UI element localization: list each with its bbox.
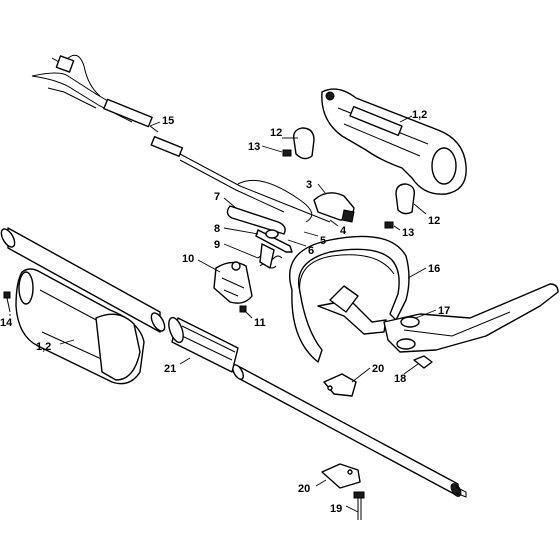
label-20-mid: 20 [372, 363, 384, 375]
label-11: 11 [254, 317, 266, 329]
label-6: 6 [308, 245, 314, 257]
label-18: 18 [394, 373, 406, 385]
label-21: 21 [164, 363, 176, 375]
label-1-2-top: 1,2 [412, 109, 427, 121]
label-13-left: 13 [248, 141, 260, 153]
label-8: 8 [214, 223, 220, 235]
label-10: 10 [182, 253, 194, 265]
part-3-switch [313, 192, 355, 223]
drive-tube [0, 227, 467, 498]
label-7: 7 [214, 191, 220, 203]
label-4: 4 [340, 225, 347, 237]
label-12-top: 12 [270, 127, 282, 139]
label-14: 14 [0, 317, 13, 329]
part-labels: 1,2 12 13 15 3 4 5 6 7 8 9 10 11 12 13 1… [0, 109, 450, 515]
part-20-clamp-mid [323, 373, 357, 397]
part-12-clamp-top [282, 127, 315, 160]
part-21-sleeve [168, 316, 239, 373]
part-7-trigger [226, 205, 286, 235]
part-15-cable-harness [31, 54, 331, 223]
label-12-right: 12 [428, 215, 440, 227]
label-19: 19 [330, 503, 342, 515]
label-15: 15 [162, 115, 174, 127]
label-13-right: 13 [402, 227, 414, 239]
part-12-clamp-right [384, 183, 416, 229]
label-9: 9 [214, 239, 220, 251]
label-1-2-left: 1,2 [36, 341, 51, 353]
part-8-lever [255, 229, 293, 253]
part-17-bar [383, 283, 559, 353]
part-1-2-housing-top [321, 88, 467, 195]
label-5: 5 [320, 235, 326, 247]
part-19-screw [353, 491, 365, 520]
part-9-spring [257, 243, 283, 269]
part-20-clamp-low [321, 463, 361, 489]
part-10-lockout [213, 261, 253, 304]
part-1-2-housing-left [15, 268, 145, 385]
label-3: 3 [306, 179, 312, 191]
leader-lines [9, 115, 437, 513]
label-16: 16 [428, 263, 440, 275]
label-17: 17 [438, 305, 450, 317]
part-18-nut [413, 355, 433, 369]
part-14-screw [3, 291, 11, 313]
label-20-low: 20 [298, 483, 310, 495]
